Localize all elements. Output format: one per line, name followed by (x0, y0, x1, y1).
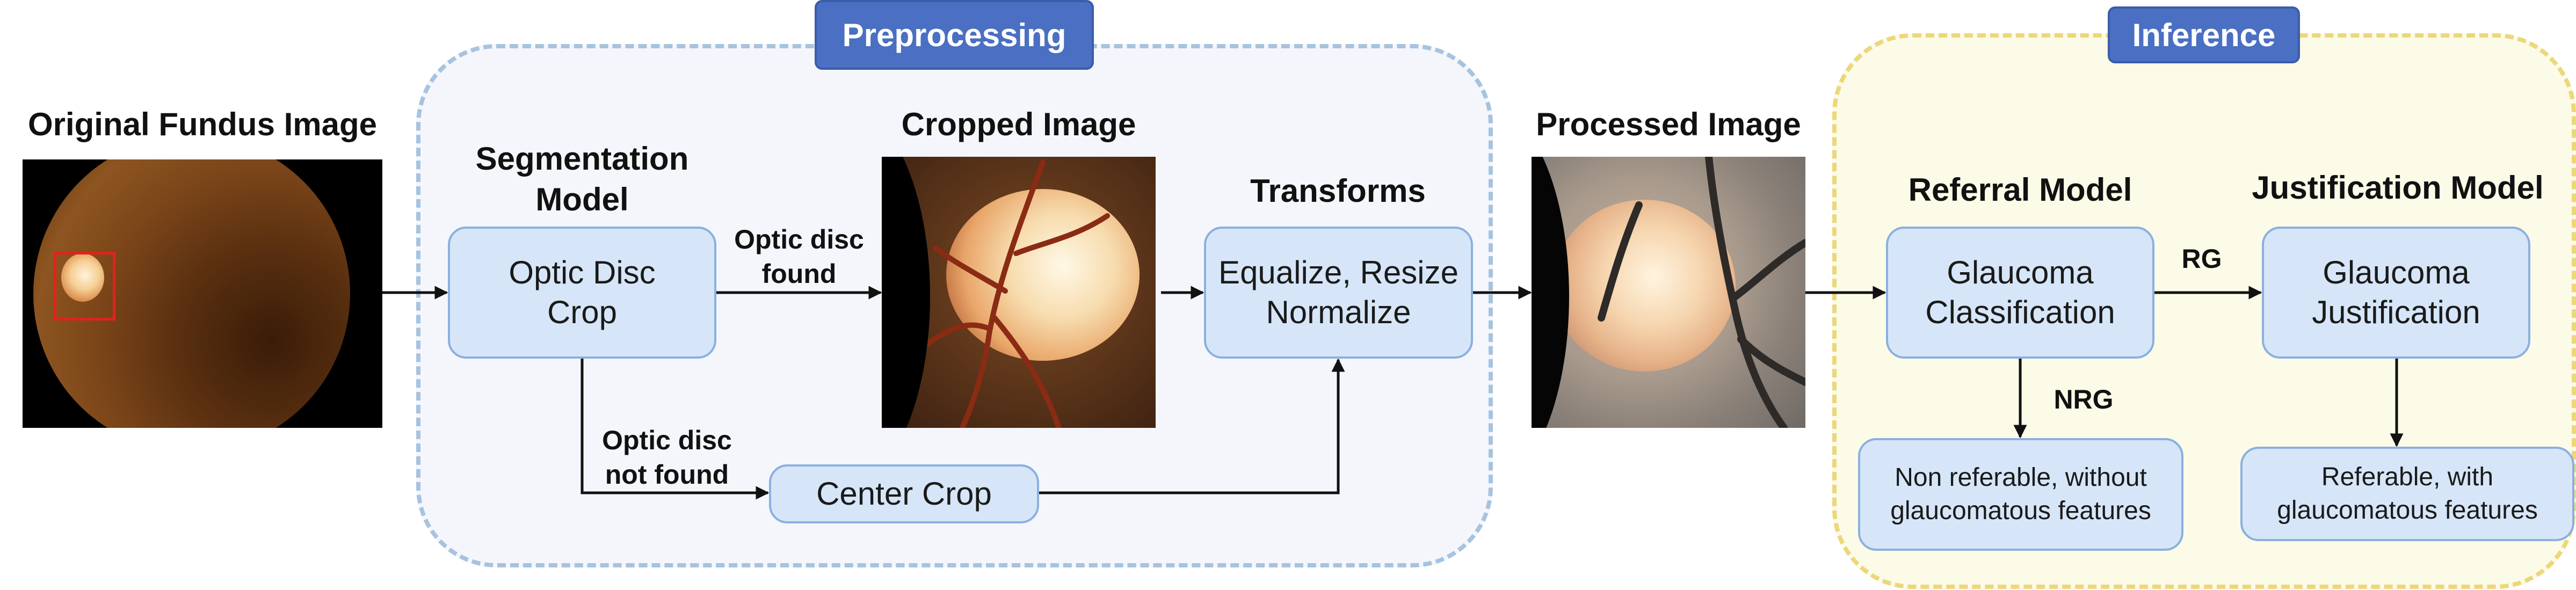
justification-line1: Glaucoma (2323, 254, 2470, 290)
referable-line1: Referable, with (2321, 463, 2494, 491)
glaucoma-justification-box: Glaucoma Justification (2262, 227, 2530, 359)
transforms-title: Transforms (1250, 173, 1426, 209)
processed-vessels (1598, 157, 1805, 428)
center-crop-label: Center Crop (816, 476, 992, 512)
processed-image-title: Processed Image (1536, 106, 1801, 142)
segmentation-title-line2: Model (535, 181, 629, 217)
justification-line2: Justification (2312, 294, 2480, 330)
transforms-line1: Equalize, Resize (1218, 254, 1458, 290)
classification-line1: Glaucoma (1947, 254, 2094, 290)
not-found-label-line1: Optic disc (602, 425, 732, 455)
transforms-line2: Normalize (1266, 294, 1411, 330)
found-label-line2: found (761, 259, 837, 289)
classification-line2: Classification (1925, 294, 2115, 330)
optic-disc-crop-line1: Optic Disc (509, 254, 656, 290)
non-referable-box: Non referable, without glaucomatous feat… (1858, 438, 2183, 551)
optic-disc-roi-box (54, 252, 115, 321)
rg-label: RG (2181, 244, 2222, 274)
center-crop-box: Center Crop (769, 464, 1039, 523)
glaucoma-classification-box: Glaucoma Classification (1886, 227, 2154, 359)
optic-disc-crop-line2: Crop (547, 294, 618, 330)
non-referable-line2: glaucomatous features (1890, 497, 2151, 525)
original-fundus-image (23, 159, 382, 428)
transforms-box: Equalize, Resize Normalize (1204, 227, 1473, 359)
arrow-crop-to-center (580, 359, 770, 500)
optic-disc-crop-box: Optic Disc Crop (448, 227, 716, 359)
referral-model-title: Referral Model (1908, 172, 2132, 208)
referable-line2: glaucomatous features (2277, 496, 2538, 525)
non-referable-line1: Non referable, without (1895, 463, 2147, 492)
nrg-label: NRG (2053, 384, 2114, 414)
segmentation-title-line1: Segmentation (475, 141, 689, 177)
cropped-image (882, 157, 1156, 428)
preprocessing-tag: Preprocessing (815, 0, 1094, 70)
arrow-center-to-transforms (1039, 358, 1345, 494)
referable-box: Referable, with glaucomatous features (2240, 447, 2574, 541)
processed-optic-disc (1553, 200, 1736, 372)
original-image-title: Original Fundus Image (27, 106, 378, 142)
cropped-image-title: Cropped Image (901, 106, 1136, 142)
fundus-optic-disc (61, 253, 104, 302)
justification-model-title: Justification Model (2252, 170, 2544, 206)
processed-image (1532, 157, 1805, 428)
not-found-label-line2: not found (605, 460, 729, 490)
inference-tag: Inference (2108, 6, 2300, 63)
found-label-line1: Optic disc (734, 224, 864, 254)
